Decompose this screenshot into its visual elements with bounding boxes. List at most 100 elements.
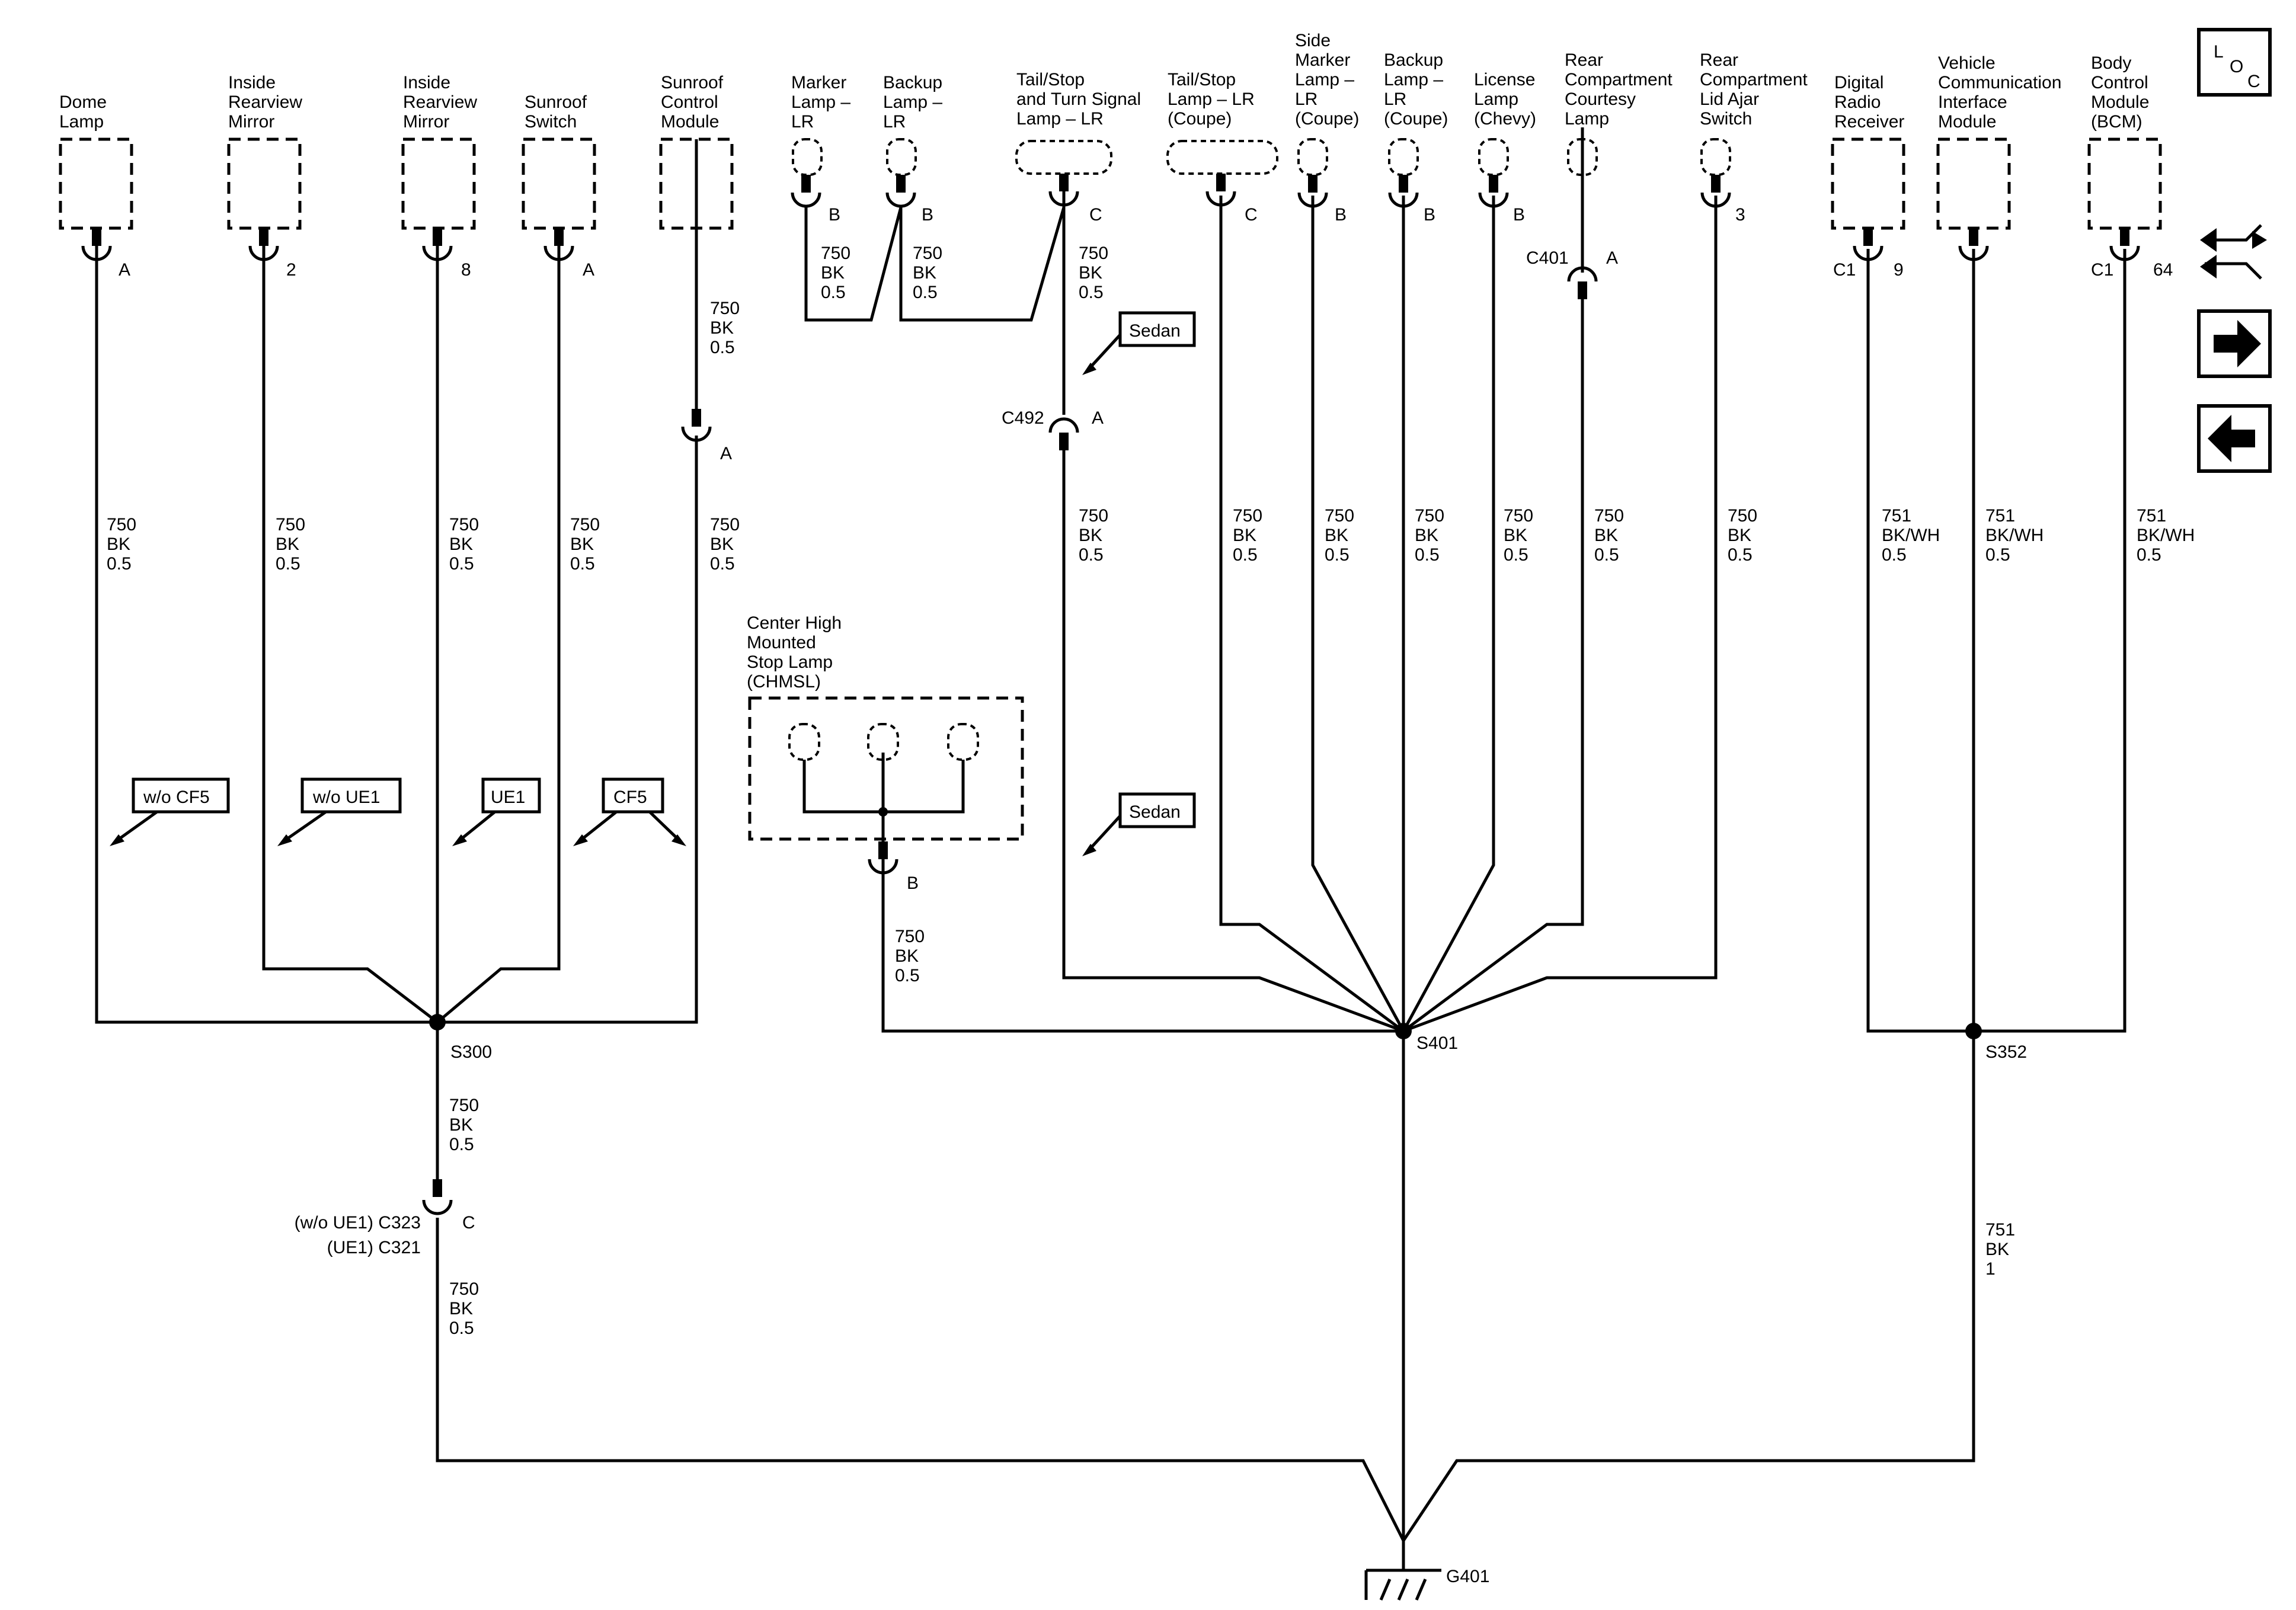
wire-s300-1-circuit: 750 [276,515,305,534]
terminal-license [1478,175,1509,208]
pin-lid_ajar: 3 [1735,205,1745,225]
wire-s401-5-circuit: 750 [1594,506,1624,526]
component-label-lid_ajar: Rear [1700,50,1738,70]
tail-turn-lamp-box [1015,140,1112,175]
terminal-c401 [1567,266,1598,299]
splice-s352 [1965,1023,1982,1039]
dome-lamp-box [59,137,133,230]
bcm-box [2087,137,2162,230]
pin-backup: B [922,205,933,225]
connector-c492: C492 [1002,408,1044,428]
chmsl-junction [878,807,888,817]
pin-radio: 9 [1894,260,1904,280]
component-label-vcim: Vehicle [1938,53,1996,73]
component-label-chmsl: Mounted [747,633,816,652]
terminal-radio [1853,228,1884,261]
courtesy-lamp-box [1567,138,1598,176]
pin-chmsl: B [907,873,919,893]
wire-s300-down-circuit: 750 [449,1096,479,1115]
component-label-sunroof_module: Sunroof [661,73,724,92]
chmsl-lamp-2 [867,723,899,761]
component-label-backup_coupe: LR [1384,89,1406,109]
wire-s352-1-circuit: 751 [1985,506,2015,526]
wire-s352-2-color: BK/WH [2137,526,2195,545]
terminal-lid-ajar [1700,175,1731,208]
wire-s401-4-color: BK [1504,526,1527,545]
component-label-license: License [1474,70,1535,89]
wire-sunroof-top-size: 0.5 [710,338,735,357]
pin-tail_coupe: C [1245,205,1258,225]
component-label-vcim: Module [1938,112,1996,132]
component-label-courtesy: Lamp [1565,109,1609,129]
wire-s352-ground-size: 1 [1985,1259,1996,1279]
next-page-button[interactable] [2197,309,2272,378]
inside-mirror-1-box [227,137,302,230]
wire-s401-4-circuit: 750 [1504,506,1533,526]
option-flags [110,311,1196,856]
component-label-sunroof_switch: Sunroof [525,92,587,112]
chmsl-lamp-3 [947,723,979,761]
wires [95,127,2126,1542]
wire-s300-ground-size: 0.5 [449,1318,474,1338]
component-label-inside_mirror_2: Inside [403,73,450,92]
component-label-inside_mirror_1: Inside [228,73,276,92]
connector-swap-button[interactable] [2200,224,2267,280]
location-button[interactable]: L O C [2197,28,2272,97]
terminal-dome [81,228,112,261]
loc-letter-c: C [2247,72,2260,91]
connector-c321: (UE1) C321 [327,1238,421,1257]
terminal-marker [791,175,821,208]
component-label-dome: Lamp [59,112,104,132]
wire-s401-6-circuit: 750 [1728,506,1757,526]
pin-c492: A [1092,408,1104,428]
wire-s401-2-size: 0.5 [1325,545,1350,565]
component-label-bcm: Module [2091,92,2149,112]
component-label-radio: Receiver [1834,112,1904,132]
option-flag-text-5: Sedan [1129,802,1181,822]
option-flag-text-2: UE1 [491,788,525,807]
wire-s352-0-circuit: 751 [1882,506,1911,526]
vcim-box [1936,137,2011,230]
pin-license: B [1513,205,1525,225]
component-label-license: Lamp [1474,89,1518,109]
component-boxes [59,137,2162,868]
component-label-bcm: Control [2091,73,2148,92]
wire-s352-0-color: BK/WH [1882,526,1940,545]
component-label-tail_turn: Tail/Stop [1016,70,1085,89]
component-label-lid_ajar: Switch [1700,109,1752,129]
wire-s401-3-size: 0.5 [1415,545,1440,565]
marker-lamp-box [792,138,823,176]
splice-s300 [429,1014,446,1030]
component-label-courtesy: Rear [1565,50,1603,70]
terminal-backup [885,175,916,208]
tail-coupe-lamp-box [1166,140,1278,175]
wire-s300-0-size: 0.5 [107,554,132,574]
wire-s300-0-color: BK [107,534,130,554]
component-label-backup: LR [883,112,906,132]
wire-s401-2-circuit: 750 [1325,506,1354,526]
component-label-tail_coupe: Lamp – LR [1168,89,1255,109]
wire-s352-1-color: BK/WH [1985,526,2044,545]
component-label-backup_coupe: Lamp – [1384,70,1443,89]
terminal-tail-coupe [1205,174,1236,207]
pin-sunroof_module: A [720,444,732,463]
flag-wo-ue1 [277,777,402,846]
component-label-sunroof_module: Control [661,92,718,112]
component-label-chmsl: Center High [747,613,842,633]
prev-page-button[interactable] [2197,404,2272,473]
wire-s401-4-size: 0.5 [1504,545,1528,565]
wire-s300-1-color: BK [276,534,299,554]
flag-sedan-top [1082,311,1196,375]
flag-wo-cf5 [110,777,230,846]
wire-s300-3-size: 0.5 [570,554,595,574]
wire-tail-top-size: 0.5 [1079,283,1104,302]
splice-label-s300: S300 [450,1042,492,1062]
splice-s401 [1395,1023,1412,1039]
flag-cf5 [573,777,686,846]
component-label-side_marker: Lamp – [1295,70,1354,89]
lid-ajar-switch-box [1700,138,1731,176]
wire-s401-0-circuit: 750 [1079,506,1108,526]
wire-marker-color: BK [821,263,845,283]
license-lamp-box [1478,138,1509,176]
